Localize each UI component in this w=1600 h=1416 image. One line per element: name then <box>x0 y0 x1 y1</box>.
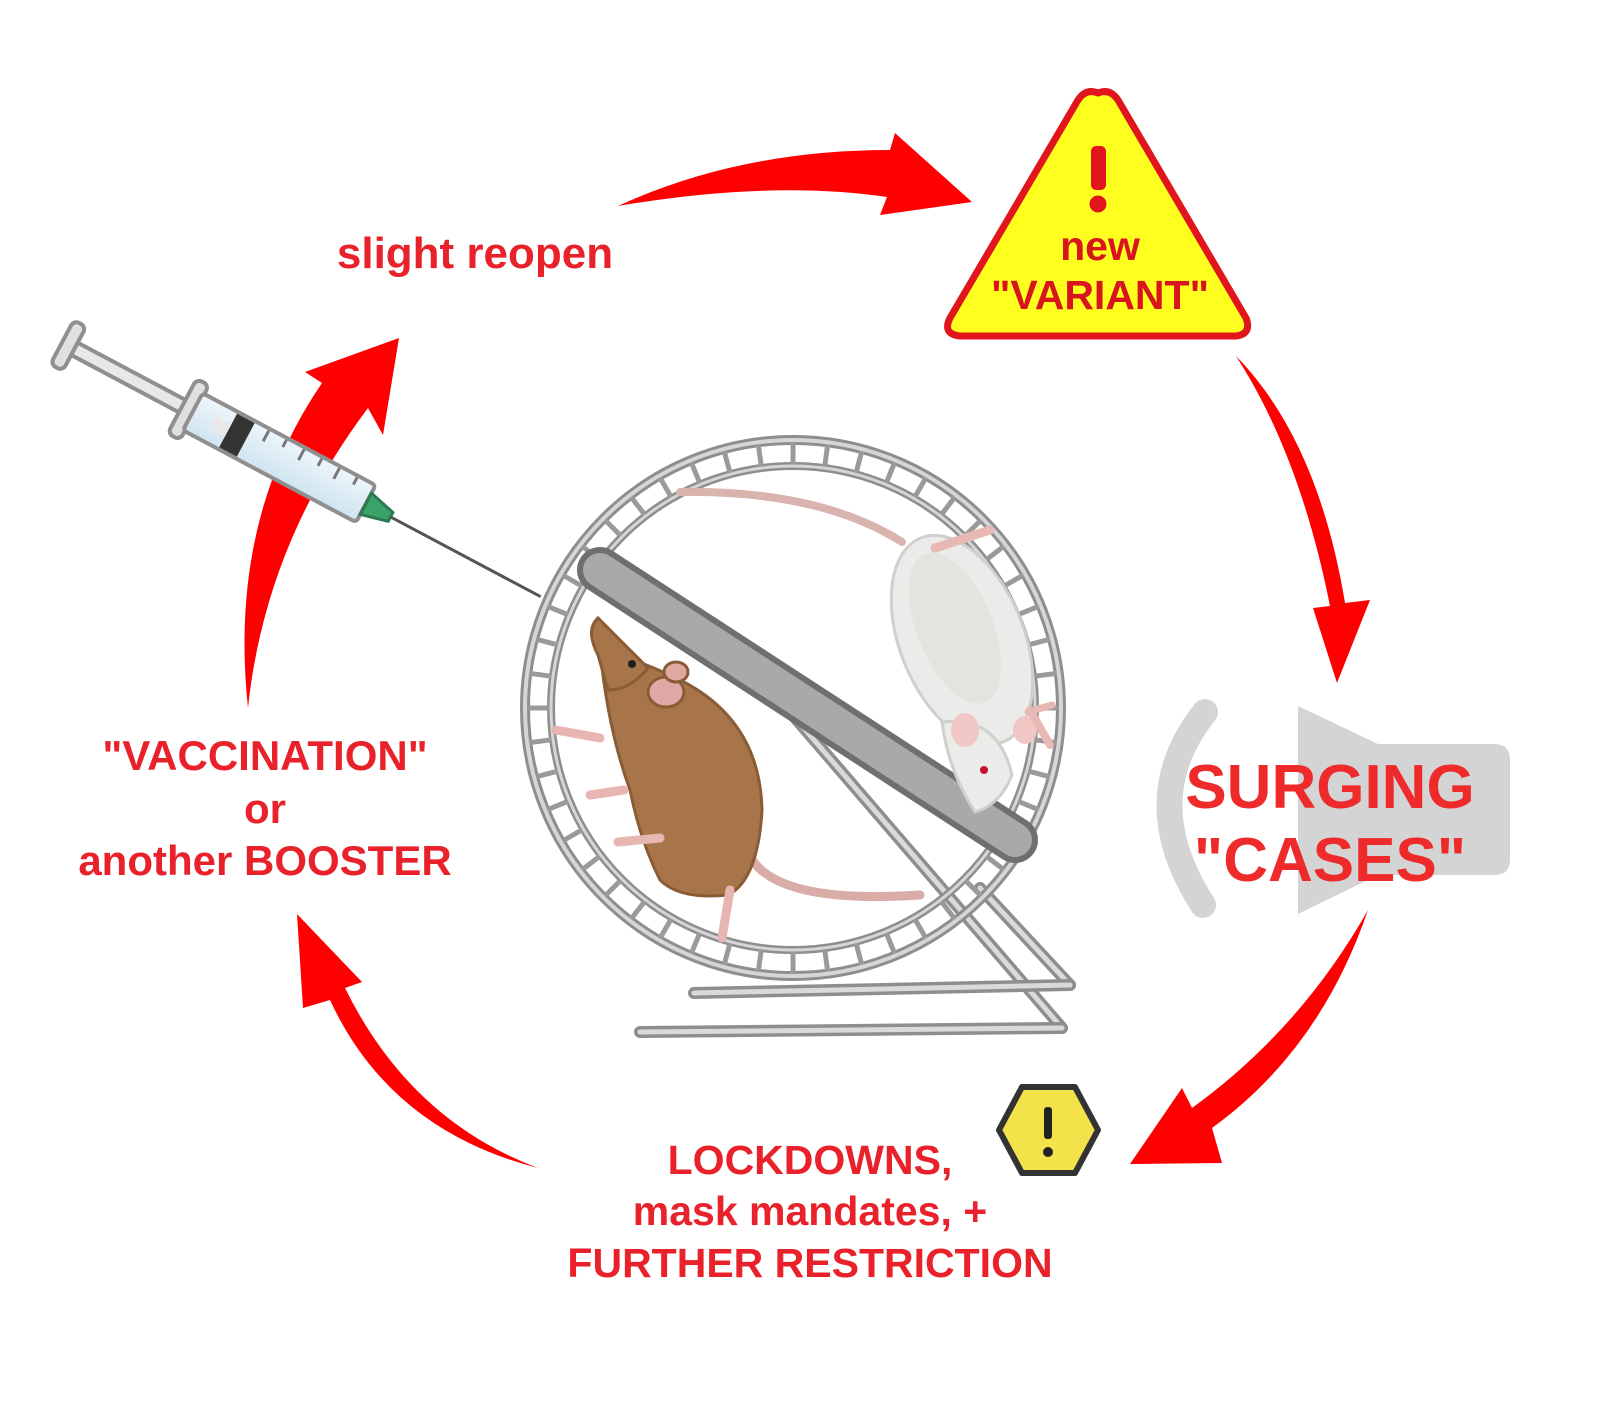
syringe-icon <box>50 320 542 599</box>
wheel-rung <box>546 799 569 813</box>
label-new-variant-line-1: new <box>1060 223 1140 269</box>
label-lockdowns-line-1: LOCKDOWNS, <box>667 1137 953 1183</box>
wheel-rung <box>1028 768 1051 780</box>
wheel-rung <box>1017 603 1040 617</box>
hamster-wheel-icon <box>520 435 1066 981</box>
wheel-rung <box>657 918 674 940</box>
wheel-rung <box>912 476 929 498</box>
wheel-rung <box>629 495 647 516</box>
wheel-rung <box>561 827 583 844</box>
wheel-rung <box>1034 670 1058 679</box>
wheel-rung <box>535 636 558 648</box>
wheel-stand <box>634 706 1076 1038</box>
wheel-rung <box>1017 799 1040 813</box>
label-surging-cases-line-2: "CASES" <box>1193 825 1467 895</box>
wheel-rung <box>985 544 1006 562</box>
label-lockdowns-line-2: mask mandates, + <box>632 1188 988 1235</box>
arrow-reopen-to-variant <box>618 133 972 215</box>
wheel-rung <box>822 949 831 973</box>
wheel-rung <box>688 461 702 484</box>
wheel-rung <box>603 518 623 538</box>
wheel-rung <box>721 450 733 473</box>
wheel-rung <box>528 737 552 746</box>
warning-hexagon-icon <box>996 1084 1101 1176</box>
wheel-rung <box>580 854 601 872</box>
label-vaccination-line-3: another BOOSTER <box>78 837 452 884</box>
wheel-rung <box>561 572 583 589</box>
wheel-rung <box>853 450 865 473</box>
arrow-variant-to-surging <box>1236 356 1370 683</box>
label-lockdowns: LOCKDOWNS, mask mandates, + FURTHER REST… <box>520 1135 1100 1289</box>
wheel-rung <box>1003 572 1025 589</box>
wheel-rungs <box>527 442 1059 974</box>
wheel-rung <box>884 461 898 484</box>
label-vaccination: "VACCINATION" or another BOOSTER <box>60 730 470 888</box>
wheel-rung <box>939 495 957 516</box>
wheel-rung <box>939 900 957 921</box>
white-rat <box>676 487 1056 814</box>
wheel-rung <box>721 943 733 966</box>
label-new-variant: new "VARIANT" <box>935 222 1265 320</box>
wheel-rung <box>822 443 831 467</box>
speaker-icon <box>1156 699 1510 918</box>
warning-triangle-icon <box>944 88 1252 340</box>
wheel-rung <box>755 949 764 973</box>
cycle-arrows <box>244 133 1370 1168</box>
wheel-rung <box>546 603 569 617</box>
arrow-lockdowns-to-vaccination <box>297 914 538 1168</box>
wheel-rung <box>963 878 983 898</box>
label-slight-reopen: slight reopen <box>336 229 614 278</box>
label-vaccination-line-1: "VACCINATION" <box>102 732 428 779</box>
label-vaccination-line-2: or <box>244 784 286 832</box>
label-lockdowns-line-3: FURTHER RESTRICTION <box>567 1239 1053 1286</box>
wheel-rung <box>884 932 898 955</box>
wheel-rung <box>853 943 865 966</box>
wheel-rung <box>1028 636 1051 648</box>
arrow-vaccination-to-reopen <box>244 338 399 708</box>
brown-rat <box>551 615 925 943</box>
wheel-rung <box>912 918 929 940</box>
wheel-rung <box>629 900 647 921</box>
wheel-rung <box>535 768 558 780</box>
wheel-rung <box>985 854 1006 872</box>
label-surging-cases: SURGING "CASES" <box>1170 752 1490 897</box>
arrow-surging-to-lockdowns <box>1130 910 1368 1164</box>
wheel-rung <box>688 932 702 955</box>
wheel-rung <box>603 878 623 898</box>
label-surging-cases-line-1: SURGING <box>1185 753 1475 822</box>
wheel-rung <box>528 670 552 679</box>
wheel-rung <box>657 476 674 498</box>
label-new-variant-line-2: "VARIANT" <box>990 272 1210 319</box>
wheel-rung <box>755 443 764 467</box>
